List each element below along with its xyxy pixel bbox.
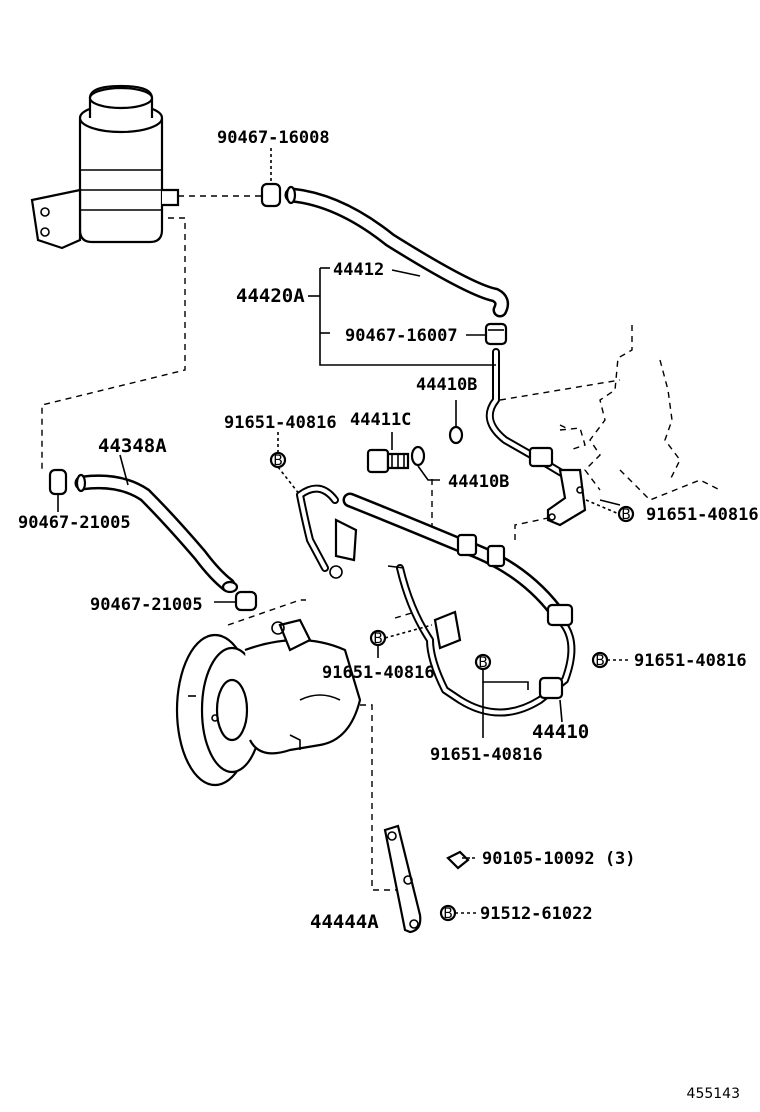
svg-text:B: B xyxy=(621,507,631,523)
bolt-90105-10092 xyxy=(446,850,476,870)
label-clamp-90467-16008: 90467-16008 xyxy=(217,128,330,148)
gasket-44410b-upper xyxy=(448,400,464,445)
bracket-44444a xyxy=(383,824,422,934)
marker-b-center-low: B xyxy=(474,653,529,738)
label-assy-44420a: 44420A xyxy=(236,285,305,307)
label-bolt-91651-40816-left: 91651-40816 xyxy=(224,413,337,433)
label-bolt-91651-40816-right-top: 91651-40816 xyxy=(646,505,759,525)
clamp-90467-21005-pump xyxy=(214,590,258,612)
marker-b-bracket: B xyxy=(439,904,476,922)
label-bracket-44444a: 44444A xyxy=(310,911,379,933)
label-bolt-91512-61022: 91512-61022 xyxy=(480,904,593,924)
label-clamp-90467-21005-pump: 90467-21005 xyxy=(90,595,203,615)
clamp-90467-21005-left xyxy=(48,468,68,512)
label-hose-44348a: 44348A xyxy=(98,435,167,457)
clamp-90467-16008 xyxy=(260,148,282,208)
steering-gear xyxy=(546,325,721,527)
svg-text:B: B xyxy=(478,655,488,671)
label-bolt-44411c: 44411C xyxy=(350,410,411,430)
label-bolt-91651-40816-center: 91651-40816 xyxy=(322,663,435,683)
leader-bolt-right-top xyxy=(599,499,621,506)
leader-44410 xyxy=(559,699,563,723)
label-gasket-44410b-upper: 44410B xyxy=(416,375,477,395)
svg-text:B: B xyxy=(373,631,383,647)
hose-44348a xyxy=(74,454,239,594)
marker-b-right-top: B xyxy=(585,499,635,523)
dashed-leaders xyxy=(41,195,621,891)
label-bolt-91651-40816-bottom: 91651-40816 xyxy=(430,745,543,765)
label-gasket-44410b-lower: 44410B xyxy=(448,472,509,492)
marker-b-right-mid: B xyxy=(591,651,630,669)
marker-b-center: B xyxy=(369,624,433,658)
svg-text:B: B xyxy=(595,653,605,669)
label-pressure-tube-44410: 44410 xyxy=(532,721,589,743)
clamp-90467-16007 xyxy=(484,322,508,346)
label-bolt-90105-10092: 90105-10092 (3) xyxy=(482,849,636,869)
label-bolt-91651-40816-right-mid: 91651-40816 xyxy=(634,651,747,671)
svg-text:B: B xyxy=(443,906,453,922)
union-bolt-44411c xyxy=(366,432,410,474)
reference-number: 455143 xyxy=(687,1086,740,1102)
leader-44420a xyxy=(308,267,496,366)
label-hose-44412: 44412 xyxy=(333,260,384,280)
marker-b-left: B xyxy=(269,432,301,496)
svg-text:B: B xyxy=(273,453,283,469)
reservoir-tank xyxy=(30,84,180,250)
label-clamp-90467-16007: 90467-16007 xyxy=(345,326,458,346)
vane-pump xyxy=(175,618,362,787)
gasket-44410b-lower xyxy=(410,445,440,481)
hose-44412 xyxy=(284,185,510,318)
label-clamp-90467-21005-left: 90467-21005 xyxy=(18,513,131,533)
pressure-tube-44410 xyxy=(296,484,576,717)
return-tube xyxy=(485,348,574,482)
